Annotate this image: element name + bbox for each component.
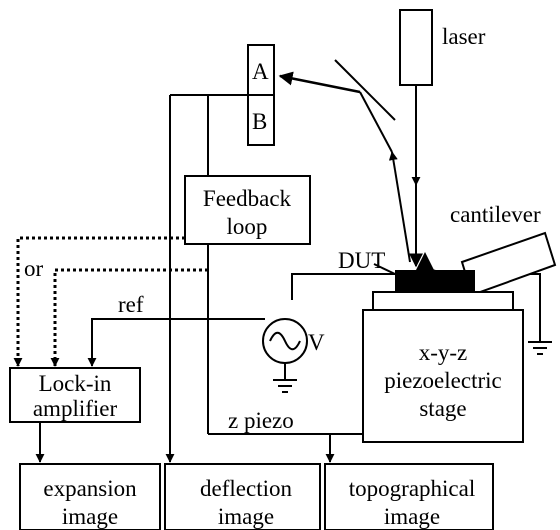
stage-label-1: x-y-z	[419, 340, 468, 365]
expansion-image-box	[19, 463, 161, 530]
stage-box	[362, 309, 524, 443]
reflected-beam-mirror	[359, 91, 393, 153]
cantilever-label: cantilever	[450, 202, 541, 227]
reflected-beam-up-arrow	[388, 151, 398, 171]
laser-label: laser	[442, 24, 486, 49]
feedback-loop-box	[184, 175, 311, 245]
photodetector-b-label: B	[252, 109, 267, 134]
or-label: or	[24, 256, 44, 281]
mirror	[334, 59, 396, 121]
topographical-image-box	[324, 463, 494, 530]
laser-box	[399, 9, 433, 86]
stage-label-2: piezoelectric	[384, 368, 501, 393]
stage-label-3: stage	[419, 396, 466, 421]
dotted-deflection-line	[13, 236, 185, 367]
deflection-label-2: image	[218, 504, 274, 529]
dut-pointer	[373, 263, 396, 275]
lockin-box	[9, 367, 141, 423]
stage-top-plate	[372, 291, 514, 311]
expansion-label-2: image	[62, 504, 118, 529]
lockin-label-1: Lock-in	[39, 371, 112, 396]
dotted-feedback-line	[50, 268, 208, 367]
beam-to-detector	[278, 71, 361, 94]
reference-line	[87, 318, 265, 367]
photodetector-b	[247, 94, 275, 146]
voltage-ground-icon	[273, 379, 297, 393]
tip	[416, 252, 434, 270]
deflection-label-1: deflection	[200, 476, 292, 501]
dut-label: DUT	[338, 248, 385, 273]
right-ground-icon	[528, 341, 552, 355]
photodetector-a	[247, 44, 275, 96]
expansion-label-1: expansion	[43, 476, 137, 501]
ref-label: ref	[118, 292, 144, 317]
sine-icon	[269, 331, 301, 351]
reflected-beam-up	[394, 169, 411, 263]
deflection-image-box	[164, 463, 321, 530]
topographical-label-2: image	[384, 504, 440, 529]
lockin-label-2: amplifier	[33, 396, 118, 421]
dut-sample	[395, 270, 475, 292]
feedback-loop-label-1: Feedback	[203, 186, 292, 211]
photodetector-a-label: A	[252, 59, 269, 84]
feedback-loop-label-2: loop	[227, 214, 268, 239]
topographical-label-1: topographical	[349, 476, 475, 501]
z-piezo-label: z piezo	[228, 408, 294, 433]
voltage-label: V	[308, 330, 325, 355]
